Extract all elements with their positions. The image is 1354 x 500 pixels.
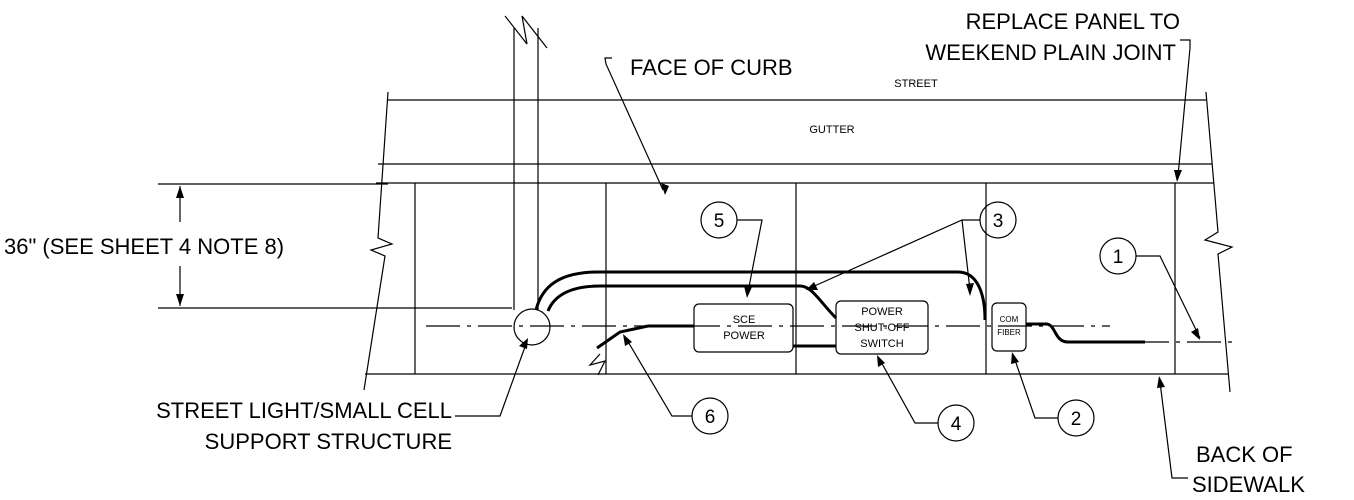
support-structure-label: SUPPORT STRUCTURE bbox=[205, 429, 452, 454]
left-break-line bbox=[363, 91, 394, 391]
conduit-power-lower bbox=[596, 324, 694, 350]
face-of-curb-label: FACE OF CURB bbox=[630, 55, 793, 80]
dimension-label: 36" (SEE SHEET 4 NOTE 8) bbox=[4, 234, 284, 259]
sce-power-label: POWER bbox=[723, 330, 765, 342]
street-label: STREET bbox=[894, 78, 938, 90]
leader-lines bbox=[455, 39, 1201, 479]
callout-number: 4 bbox=[951, 414, 962, 435]
com-fiber-label: COM bbox=[1000, 315, 1019, 324]
sce-power-box bbox=[693, 303, 794, 353]
back-of-sidewalk-label: SIDEWALK bbox=[1192, 472, 1305, 497]
back-of-sidewalk-label: BACK OF bbox=[1196, 442, 1293, 467]
callout-number: 3 bbox=[993, 211, 1004, 232]
right-break-line bbox=[1203, 91, 1234, 393]
sce-power-label: SCE bbox=[733, 314, 756, 326]
com-fiber-label: FIBER bbox=[997, 328, 1021, 337]
conduit-power-upper bbox=[546, 284, 838, 320]
conduit-break bbox=[588, 353, 607, 376]
callout-number: 1 bbox=[1113, 247, 1124, 268]
shutoff-label: POWER bbox=[861, 306, 903, 318]
pole-break bbox=[504, 15, 548, 49]
callout-number: 6 bbox=[705, 407, 716, 428]
replace-panel-label: REPLACE PANEL TO bbox=[966, 9, 1180, 34]
dimension-arrow bbox=[176, 294, 184, 306]
shutoff-switch-box bbox=[835, 300, 929, 355]
conduit-fiber-out bbox=[1026, 322, 1145, 344]
com-fiber-box bbox=[991, 302, 1027, 352]
shutoff-label: SHUT-OFF bbox=[855, 322, 910, 334]
conduit-fiber bbox=[534, 270, 987, 321]
callout-number: 2 bbox=[1071, 409, 1082, 430]
support-structure-label: STREET LIGHT/SMALL CELL bbox=[156, 398, 452, 423]
gutter-label: GUTTER bbox=[809, 124, 854, 136]
shutoff-label: SWITCH bbox=[860, 338, 903, 350]
callout-number: 5 bbox=[714, 211, 725, 232]
dimension-arrow bbox=[176, 186, 184, 198]
replace-panel-label: WEEKEND PLAIN JOINT bbox=[925, 40, 1176, 65]
pole-base-circle bbox=[513, 308, 551, 346]
